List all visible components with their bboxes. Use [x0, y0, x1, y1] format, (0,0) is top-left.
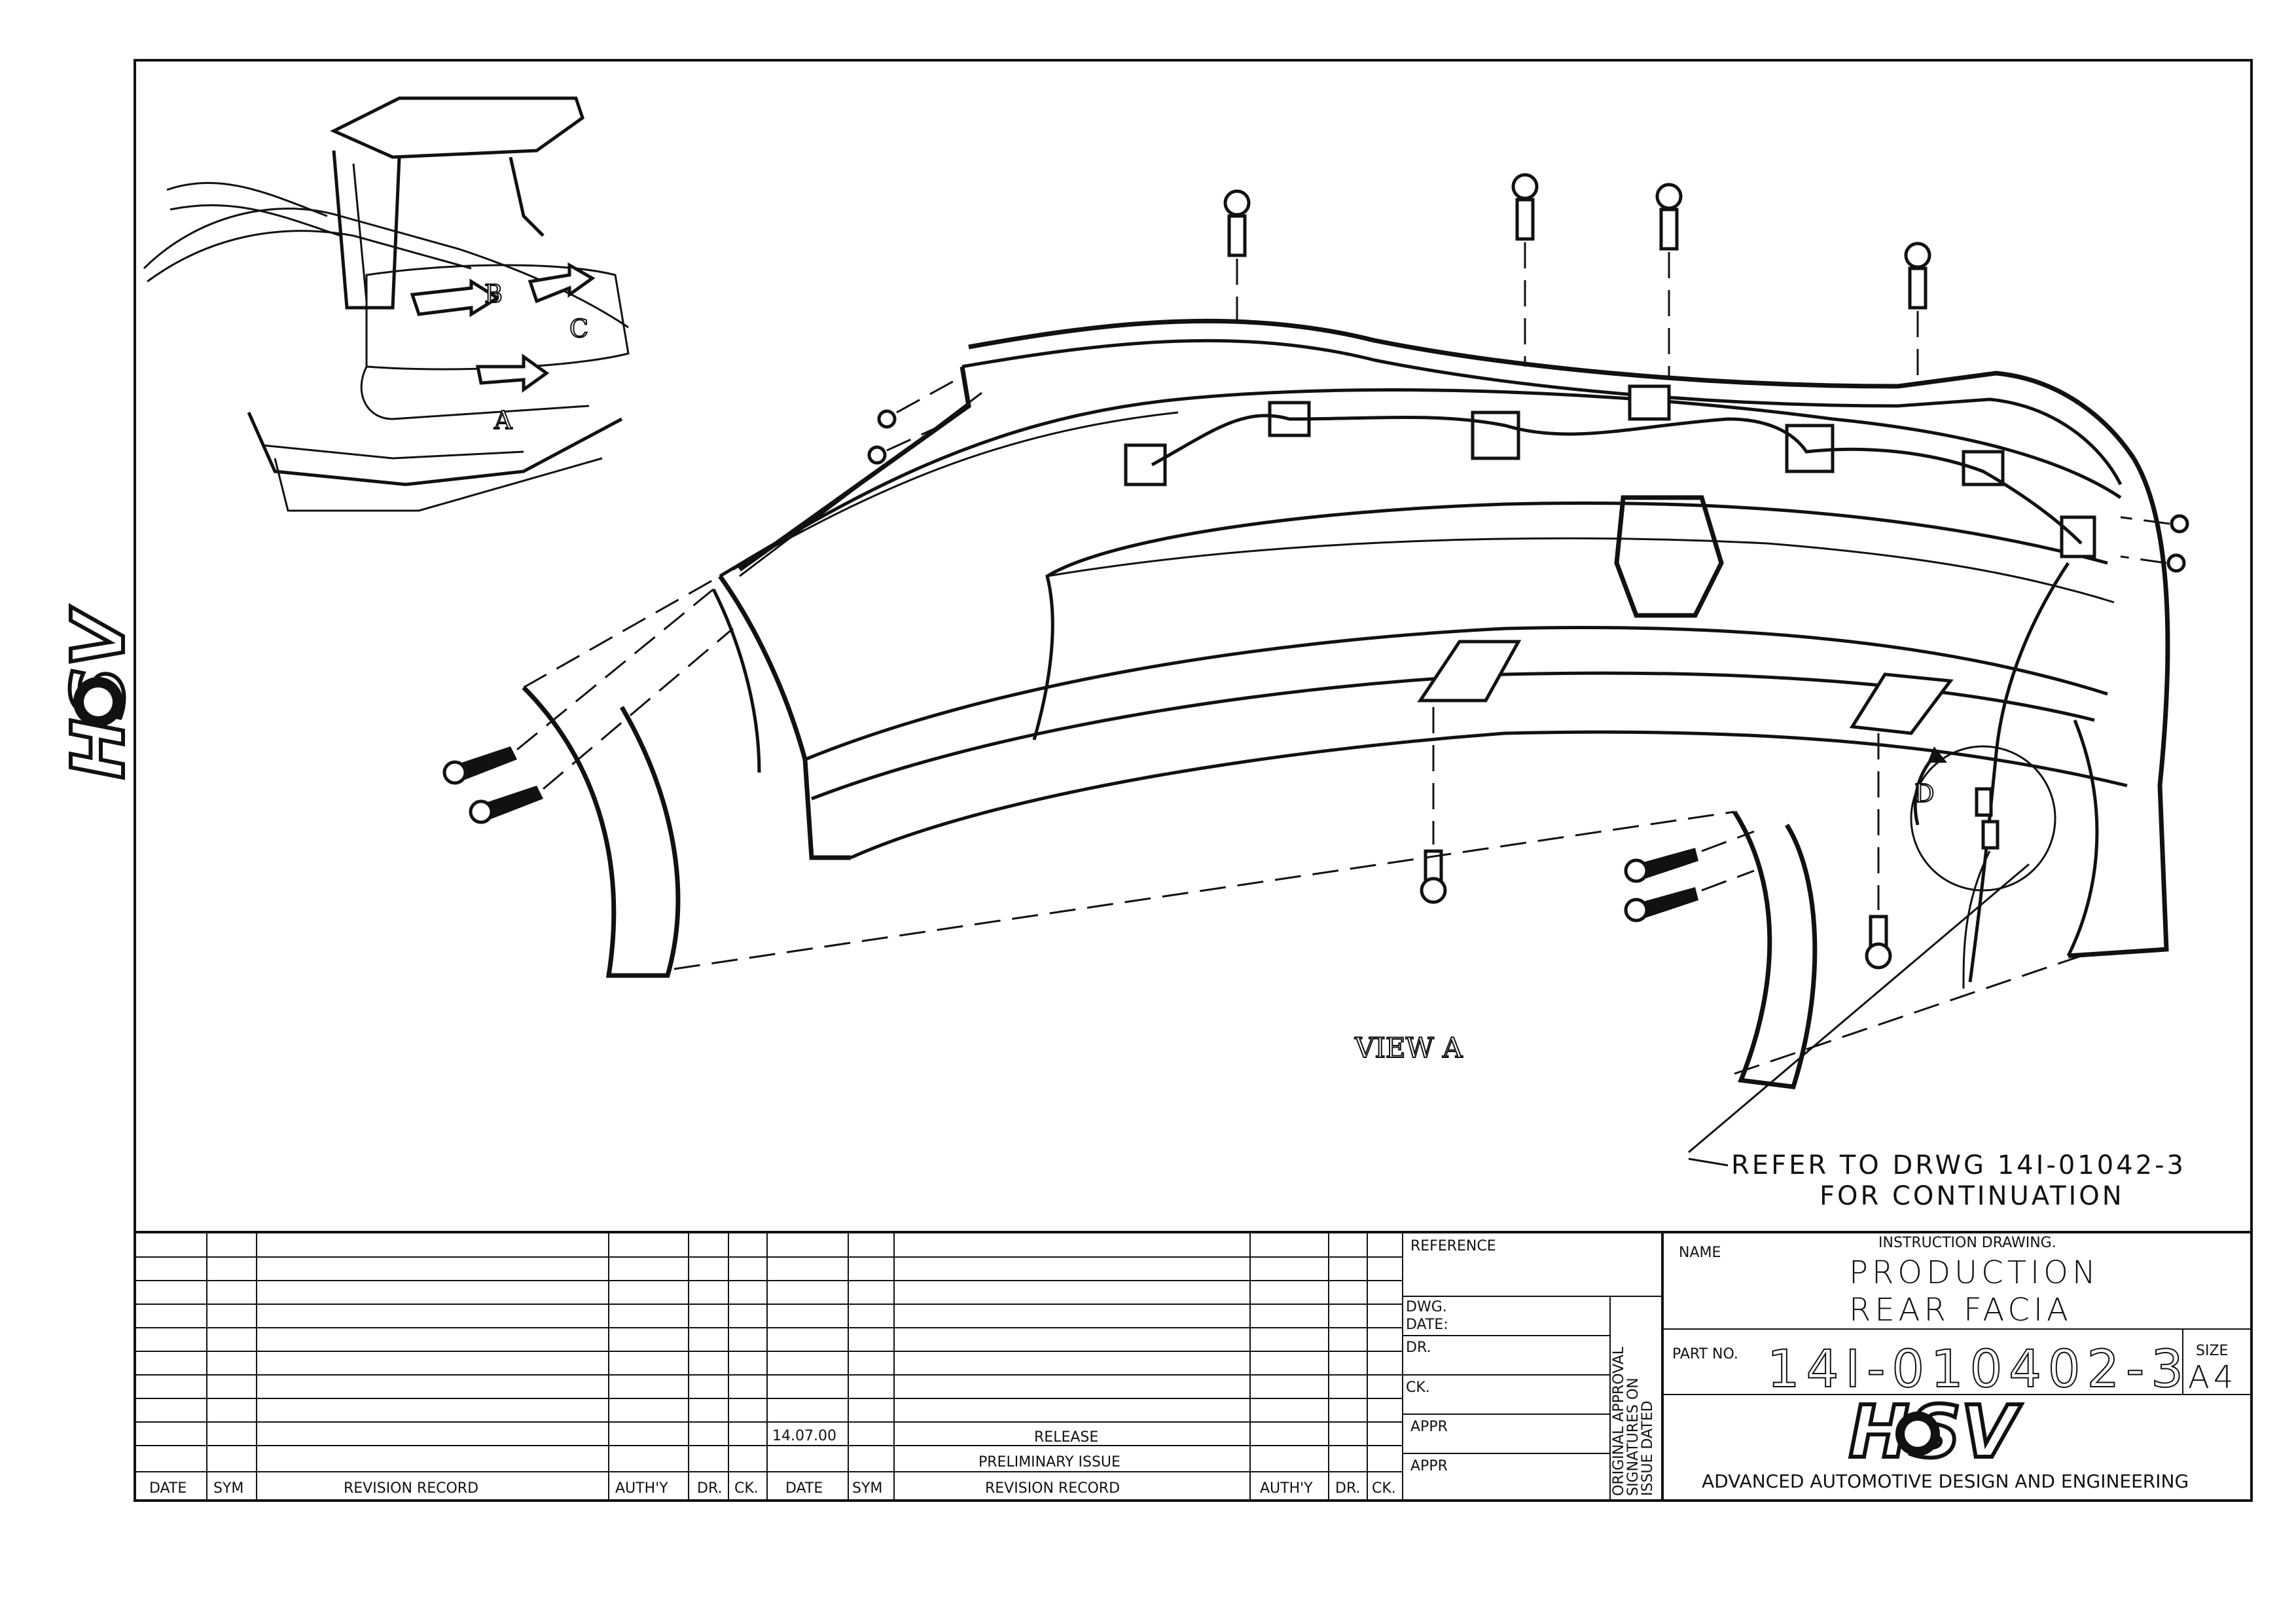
drawing-border: [134, 59, 2253, 1502]
part-no-label: PART NO.: [1672, 1346, 1738, 1362]
revision-table: DATE SYM REVISION RECORD AUTH'Y DR. CK. …: [135, 1232, 1403, 1501]
rev-header-authy-2: AUTH'Y: [1260, 1480, 1313, 1497]
push-clip-icon: [1904, 242, 1931, 310]
note-line-2: FOR CONTINUATION: [1820, 1181, 2125, 1211]
svg-text:HSV: HSV: [56, 606, 140, 779]
approval-note-3: ISSUE DATED: [1640, 1400, 1656, 1496]
company-name: ADVANCED AUTOMOTIVE DESIGN AND ENGINEERI…: [1702, 1470, 2189, 1492]
screw-icon: [1624, 887, 1698, 922]
inset-label-b: B: [484, 280, 503, 308]
approval-block: REFERENCE DWG. DATE: DR. CK. APPR APPR O…: [1403, 1232, 1664, 1501]
dr-label: DR.: [1406, 1340, 1431, 1356]
continuation-note: REFER TO DRWG 14I-01042-3 FOR CONTINUATI…: [1688, 1150, 2186, 1211]
date-label: DATE:: [1406, 1317, 1448, 1333]
push-clip-icon: [1865, 915, 1892, 970]
appr-label-1: APPR: [1410, 1419, 1448, 1435]
screw-icon: [1624, 848, 1698, 883]
view-label: VIEW A: [1354, 1032, 1463, 1064]
rev-header-record: REVISION RECORD: [344, 1480, 478, 1497]
inset-car-view: B C A: [143, 96, 630, 512]
rev-header-record-2: REVISION RECORD: [985, 1480, 1120, 1497]
rev-header-date-2: DATE: [785, 1480, 823, 1497]
title-block: DATE SYM REVISION RECORD AUTH'Y DR. CK. …: [135, 1231, 2251, 1501]
rev-header-sym-2: SYM: [852, 1480, 882, 1497]
approval-note-1: ORIGINAL APPROVAL: [1611, 1346, 1627, 1496]
inset-label-c: C: [569, 314, 588, 343]
push-clip-icon: [1420, 849, 1447, 904]
rev-entry-date: 14.07.00: [772, 1428, 836, 1444]
approval-note-2: SIGNATURES ON: [1625, 1377, 1641, 1496]
note-line-1: REFER TO DRWG 14I-01042-3: [1731, 1150, 2186, 1180]
dwg-label: DWG.: [1406, 1299, 1447, 1315]
rev-header-date: DATE: [149, 1480, 187, 1497]
push-clip-icon: [1223, 189, 1251, 257]
push-clip-icon: [1511, 173, 1539, 241]
name-line-1: PRODUCTION: [1849, 1254, 2100, 1291]
hsv-side-logo: HSV: [54, 604, 142, 781]
size-label: SIZE: [2196, 1343, 2228, 1359]
name-block: NAME INSTRUCTION DRAWING. PRODUCTION REA…: [1662, 1235, 2251, 1492]
ck-label: CK.: [1406, 1379, 1430, 1396]
rev-header-dr-2: DR.: [1335, 1480, 1360, 1497]
detail-label-d: D: [1914, 779, 1934, 808]
hsv-company-logo: HSV: [1847, 1388, 2024, 1476]
rev-entry-preliminary: PRELIMINARY ISSUE: [978, 1454, 1121, 1470]
screw-icon: [469, 786, 543, 824]
detail-d: D: [1688, 745, 2056, 1154]
part-number: 14I-010402-3: [1767, 1340, 2190, 1399]
fasteners: [442, 173, 2189, 1075]
rev-header-authy: AUTH'Y: [615, 1480, 668, 1497]
reference-label: REFERENCE: [1410, 1238, 1496, 1254]
screw-icon: [442, 746, 517, 785]
rev-header-ck-2: CK.: [1372, 1480, 1396, 1497]
size-value: A4: [2188, 1359, 2237, 1396]
rear-facia-illustration: [522, 318, 2170, 1089]
rev-entry-release: RELEASE: [1034, 1429, 1098, 1446]
name-line-2: REAR FACIA: [1849, 1292, 2072, 1328]
inset-label-a: A: [493, 406, 512, 435]
rev-header-dr: DR.: [697, 1480, 722, 1497]
rev-header-ck: CK.: [734, 1480, 759, 1497]
rev-header-sym: SYM: [213, 1480, 243, 1497]
drawing-type: INSTRUCTION DRAWING.: [1878, 1235, 2056, 1251]
name-label: NAME: [1679, 1245, 1721, 1261]
appr-label-2: APPR: [1410, 1458, 1448, 1474]
push-clip-icon: [1655, 183, 1683, 251]
